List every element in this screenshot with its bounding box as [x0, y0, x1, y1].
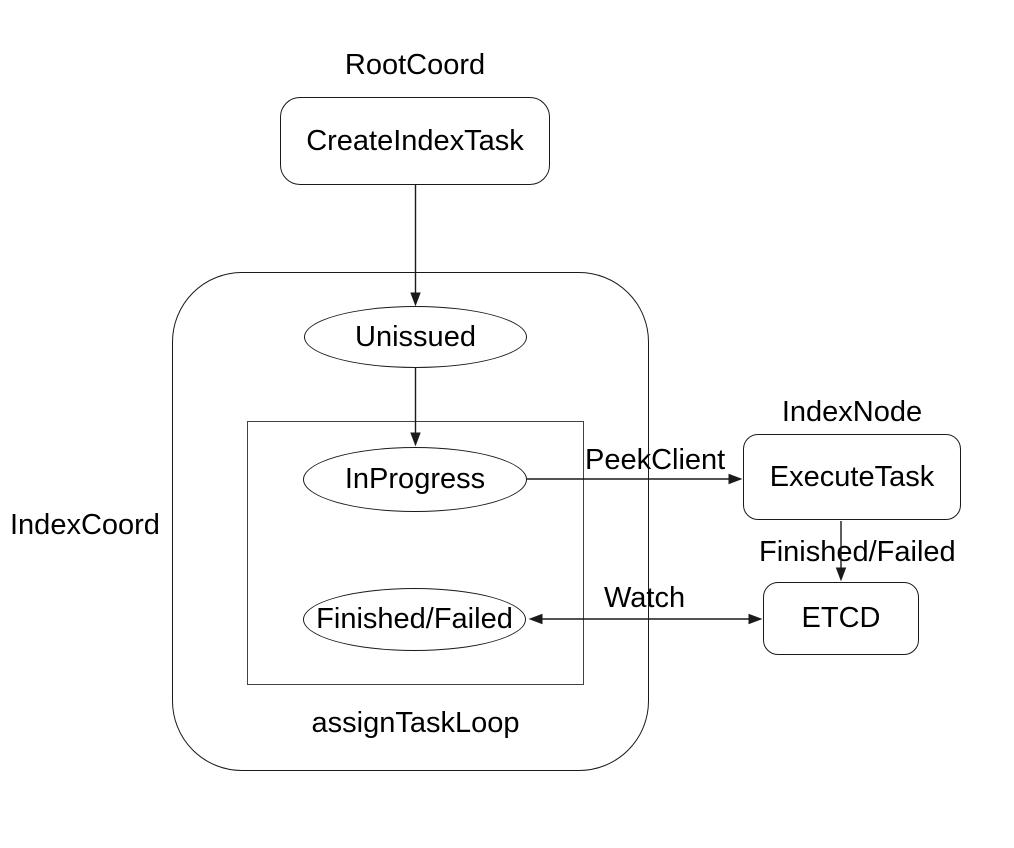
- node-in-progress-label: InProgress: [344, 463, 486, 495]
- indexcoord-container: [172, 272, 649, 771]
- arrowhead-right-icon: [728, 473, 743, 485]
- node-etcd-label: ETCD: [801, 602, 881, 634]
- indexnode-group-label: IndexNode: [781, 396, 923, 428]
- arrowhead-right-icon: [748, 613, 763, 625]
- edge-label-finished-failed: Finished/Failed: [759, 536, 956, 568]
- rootcoord-group-label: RootCoord: [344, 49, 486, 81]
- node-create-index-task: CreateIndexTask: [280, 97, 550, 185]
- node-in-progress: InProgress: [303, 447, 527, 512]
- node-execute-task-label: ExecuteTask: [769, 460, 935, 493]
- node-create-index-task-label: CreateIndexTask: [306, 124, 524, 157]
- edge-label-watch: Watch: [604, 582, 686, 614]
- node-finished-failed: Finished/Failed: [303, 588, 526, 651]
- assigntaskloop-label: assignTaskLoop: [311, 707, 520, 739]
- node-execute-task: ExecuteTask: [743, 434, 961, 520]
- indexcoord-group-label: IndexCoord: [10, 509, 160, 541]
- node-finished-failed-label: Finished/Failed: [316, 603, 513, 635]
- node-unissued: Unissued: [304, 306, 527, 368]
- arrowhead-down-icon: [835, 567, 847, 582]
- node-etcd: ETCD: [763, 582, 919, 655]
- node-unissued-label: Unissued: [355, 320, 476, 353]
- edge-label-peekclient: PeekClient: [585, 444, 726, 476]
